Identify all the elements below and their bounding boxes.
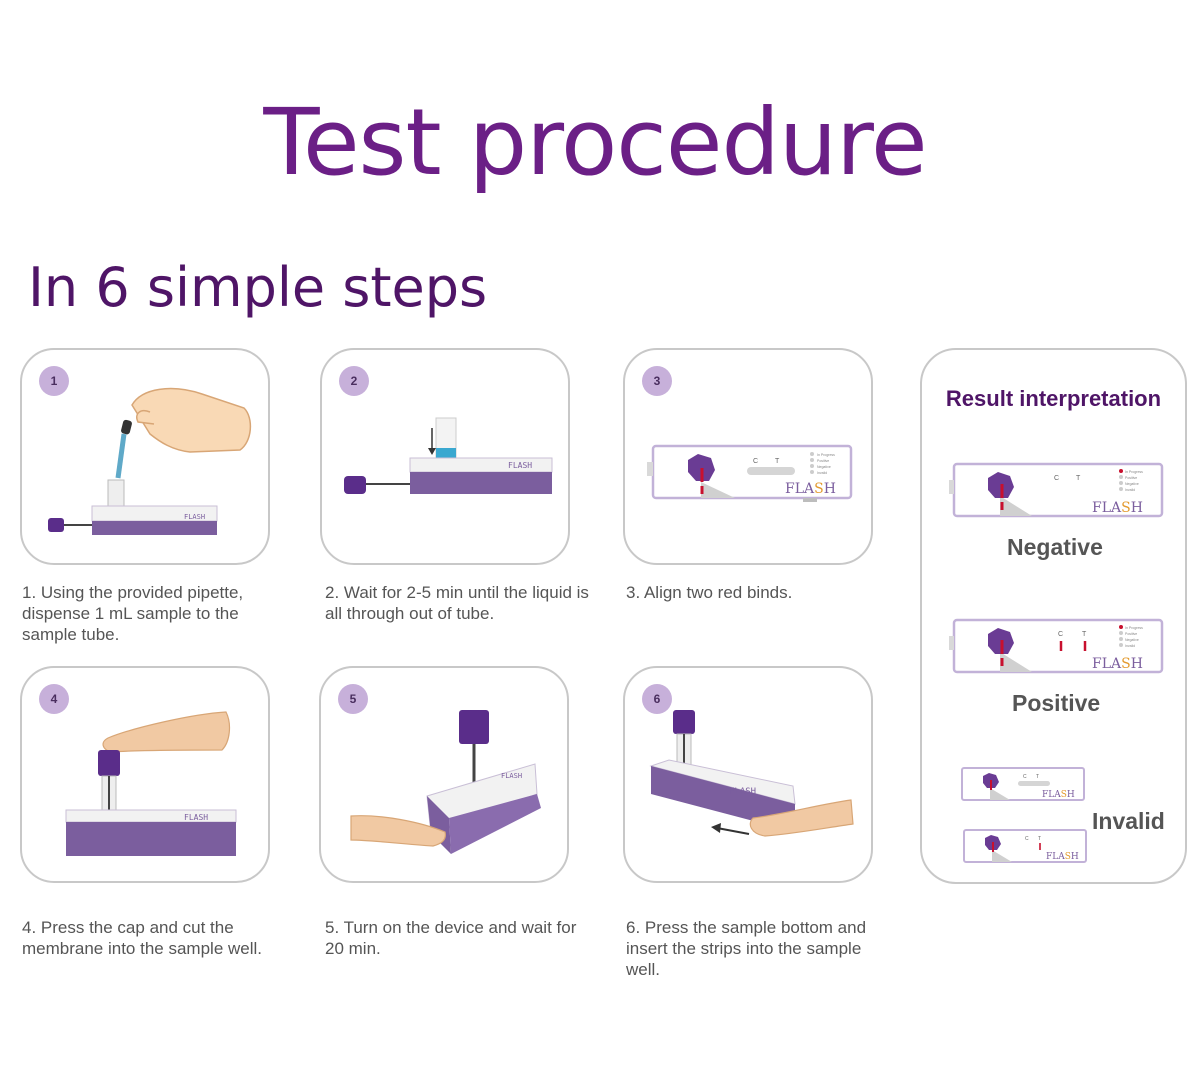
step-badge-5: 5 (338, 684, 368, 714)
step-card-2: 2 FLASH (320, 348, 570, 565)
positive-result-device: C T In Progress Positive Negative Invali… (949, 618, 1164, 674)
status-invalid: Invalid (817, 471, 827, 475)
arrow-left-icon (711, 823, 750, 835)
step-badge-1: 1 (39, 366, 69, 396)
positive-label: Positive (1012, 690, 1101, 716)
negative-label: Negative (1007, 534, 1103, 560)
page-title: Test procedure (263, 89, 927, 196)
step-4-illustration: FLASH (65, 711, 237, 856)
test-label: T (775, 458, 780, 465)
device-icon: FLASH (426, 763, 541, 854)
brand-logo: FLASH (1046, 852, 1079, 862)
result-title: Result interpretation (945, 386, 1162, 411)
svg-text:In Progress: In Progress (1125, 626, 1143, 630)
svg-text:FLASH: FLASH (501, 772, 522, 780)
device-cap-icon (459, 710, 489, 790)
arrow-down-icon (428, 428, 436, 455)
step-2-illustration: FLASH (344, 417, 553, 494)
svg-text:In Progress: In Progress (1125, 470, 1143, 474)
step-text-5: 5. Turn on the device and wait for 20 mi… (325, 918, 577, 958)
step-card-1: 1 FLASH (20, 348, 270, 565)
step-1-illustration: FLASH (48, 387, 252, 535)
svg-text:FLASH: FLASH (508, 461, 532, 470)
device-icon: FLASH (65, 809, 237, 856)
svg-text:T: T (1082, 631, 1087, 638)
step-card-5: 5 FLASH (319, 666, 569, 883)
svg-text:FLASH: FLASH (729, 787, 756, 797)
device-icon: FLASH (91, 505, 218, 535)
svg-text:T: T (1036, 774, 1039, 780)
brand-logo: FLASH (1092, 656, 1143, 672)
step-card-6: 6 FLASH (623, 666, 873, 883)
step-badge-6: 6 (642, 684, 672, 714)
negative-result-device: C T In Progress Positive Negative Invali… (949, 462, 1164, 518)
svg-text:Invalid: Invalid (1125, 644, 1135, 648)
status-positive: Positive (817, 459, 829, 463)
control-label: C (753, 458, 758, 465)
finger-icon (350, 815, 446, 847)
brand-logo: FLASH (1042, 790, 1075, 800)
svg-text:C: C (1058, 631, 1063, 638)
status-in-progress: In Progress (817, 453, 835, 457)
svg-text:Positive: Positive (1125, 632, 1137, 636)
step-3-illustration: C T In Progress Positive Negative Invali… (647, 444, 853, 502)
sample-tube-icon (107, 479, 125, 507)
step-badge-3: 3 (642, 366, 672, 396)
svg-text:C: C (1023, 774, 1027, 780)
page-subtitle: In 6 simple steps (28, 256, 488, 319)
step-text-3: 3. Align two red binds. (626, 583, 793, 602)
step-card-4: 4 FLASH (20, 666, 270, 883)
hand-icon (131, 387, 252, 453)
invalid-label: Invalid (1092, 808, 1165, 834)
svg-text:Invalid: Invalid (1125, 488, 1135, 492)
svg-text:T: T (1038, 836, 1041, 842)
step-5-illustration: FLASH (350, 710, 541, 854)
device-cap-icon (98, 750, 120, 821)
device-cap-icon (48, 518, 92, 532)
svg-text:T: T (1076, 475, 1081, 482)
invalid-result-device-1: C T FLASH (961, 767, 1085, 801)
invalid-result-device-2: C T FLASH (963, 829, 1087, 863)
sample-tube-icon (435, 417, 457, 459)
device-icon: FLASH (649, 759, 796, 832)
finger-icon (102, 711, 231, 753)
svg-text:Negative: Negative (1125, 638, 1139, 642)
step-6-illustration: FLASH (649, 710, 854, 837)
step-badge-2: 2 (339, 366, 369, 396)
finger-icon (749, 799, 854, 837)
step-text-6: 6. Press the sample bottom and insert th… (626, 918, 867, 979)
step-text-2: 2. Wait for 2-5 min until the liquid is … (325, 583, 589, 623)
pipette-icon (115, 419, 132, 479)
svg-text:Positive: Positive (1125, 476, 1137, 480)
svg-text:C: C (1054, 475, 1059, 482)
svg-text:C: C (1025, 836, 1029, 842)
step-card-3: 3 C T In Progress Positive Negative Inva… (623, 348, 873, 565)
svg-text:FLASH: FLASH (184, 813, 208, 822)
status-negative: Negative (817, 465, 831, 469)
device-cap-icon (344, 476, 410, 494)
brand-logo: FLASH (1092, 500, 1143, 516)
step-badge-4: 4 (39, 684, 69, 714)
step-text-4: 4. Press the cap and cut the membrane in… (22, 918, 263, 958)
step-text-1: 1. Using the provided pipette, dispense … (22, 583, 244, 644)
brand-logo: FLASH (785, 481, 836, 497)
svg-text:Negative: Negative (1125, 482, 1139, 486)
svg-text:FLASH: FLASH (184, 513, 205, 521)
device-icon: FLASH (409, 457, 553, 494)
device-top-view: C T In Progress Positive Negative Invali… (647, 444, 853, 502)
result-interpretation-panel: Result interpretation C T In Progress Po… (920, 348, 1187, 884)
